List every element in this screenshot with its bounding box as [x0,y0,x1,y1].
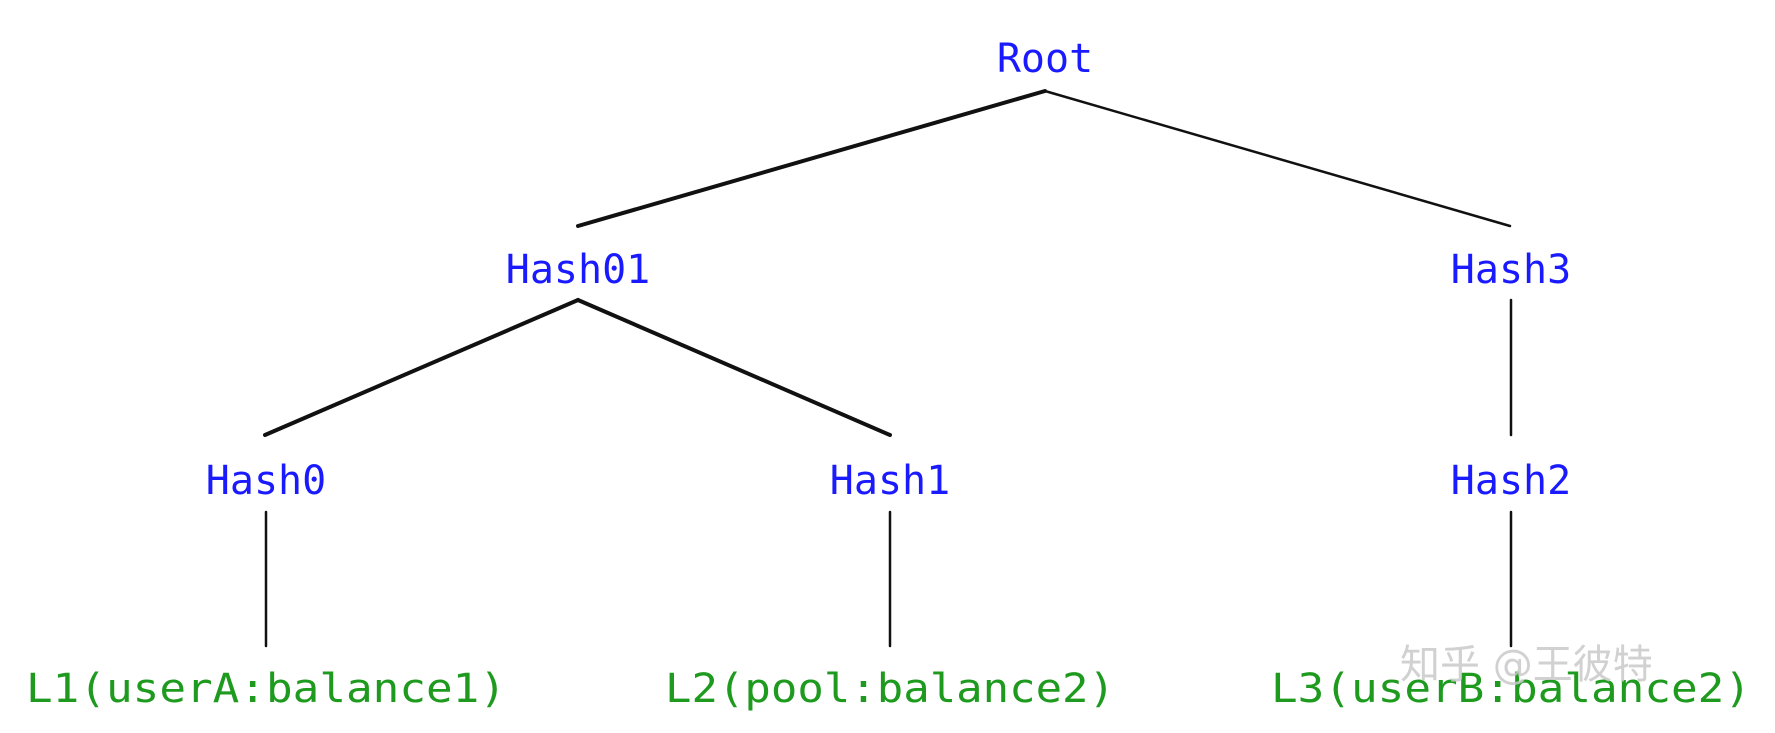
node-hash0: Hash0 [206,458,326,504]
leaf-l1: L1(userA:balance1) [26,666,506,712]
node-root: Root [997,36,1093,82]
node-hash3: Hash3 [1451,247,1571,293]
node-hash01: Hash01 [506,247,651,293]
node-hash2: Hash2 [1451,458,1571,504]
edge-root-hash3 [1043,89,1512,228]
edge-root-hash01 [576,89,1047,228]
edge-hash01-hash0 [263,298,580,437]
leaf-l2: L2(pool:balance2) [665,666,1115,712]
leaf-l3: L3(userB:balance2) [1271,666,1751,712]
edge-hash01-hash1 [576,298,892,437]
node-hash1: Hash1 [830,458,950,504]
